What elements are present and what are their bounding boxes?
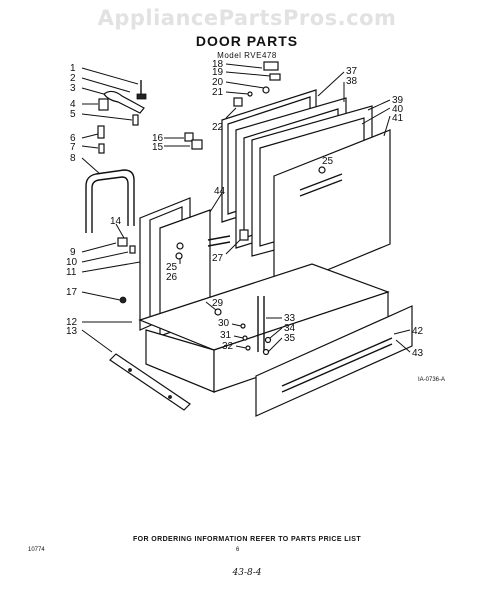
drawer-assembly [138,229,413,417]
callout-42: 42 [412,326,424,337]
page-number: 6 [236,547,240,553]
callout-8: 8 [70,153,76,164]
callout-31: 31 [220,330,232,341]
oven-door-assembly [221,61,391,293]
callout-17: 17 [66,287,78,298]
callout-34: 34 [284,323,296,334]
callout-22: 22 [212,122,224,133]
callout-13: 13 [66,326,78,337]
callout-6: 6 [70,133,76,144]
callout-7: 7 [70,142,76,153]
callout-9: 9 [70,247,76,258]
callout-35: 35 [284,333,296,344]
callout-12: 12 [66,317,78,328]
callout-41: 41 [392,113,404,124]
callout-5: 5 [70,109,76,120]
callout-15: 15 [152,142,164,153]
callout-44: 44 [214,186,226,197]
figure-reference: IA-0736-A [418,377,445,383]
callout-14: 14 [110,216,122,227]
callout-39: 39 [392,95,404,106]
callout-32: 32 [222,341,234,352]
callout-43: 43 [412,348,424,359]
callout-37: 37 [346,66,358,77]
callout-40: 40 [392,104,404,115]
watermark: AppliancePartsPros.com [97,6,397,30]
callout-26: 26 [166,272,178,283]
callout-21: 21 [212,87,224,98]
document-code: 10774 [28,547,45,553]
model-label: Model RVE478 [217,51,277,60]
door-gasket [81,157,135,233]
callout-2: 2 [70,73,76,84]
callout-18: 18 [212,59,224,70]
callout-25: 25 [166,262,178,273]
hinge-hardware [81,132,203,411]
callout-20: 20 [212,77,224,88]
sheet-number: 43-8-4 [232,568,262,578]
callout-1: 1 [70,63,76,74]
callout-33: 33 [284,313,296,324]
callout-19: 19 [212,67,224,78]
callout-4: 4 [70,99,76,110]
callout-3: 3 [70,83,76,94]
callout-38: 38 [346,76,358,87]
callout-10: 10 [66,257,78,268]
diagram-title: DOOR PARTS [195,33,299,49]
callout-labels: 1 2 3 4 5 6 7 8 9 10 11 12 13 14 15 16 1… [66,59,445,383]
callout-11: 11 [66,267,77,278]
callout-29: 29 [212,298,224,309]
callout-27: 27 [212,253,224,264]
callout-16: 16 [152,133,164,144]
callout-25-door: 25 [322,156,334,167]
door-hinge-parts [81,67,147,154]
ordering-info-footer: FOR ORDERING INFORMATION REFER TO PARTS … [132,536,362,543]
callout-30: 30 [218,318,230,329]
